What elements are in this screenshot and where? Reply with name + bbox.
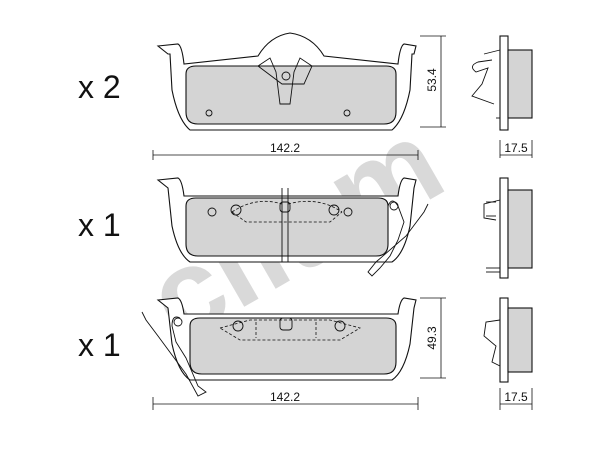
pad-row-2: x 1 bbox=[78, 177, 533, 279]
quantity-label-row-2: x 1 bbox=[78, 207, 121, 243]
side-backing bbox=[499, 177, 509, 279]
pad-row-1: x 2 142.2 53.4 17.5 bbox=[78, 32, 533, 160]
thickness-dimension-bottom: 17.5 bbox=[504, 390, 528, 404]
pad-2-shim-outline bbox=[287, 200, 343, 213]
side-backing bbox=[499, 35, 509, 131]
side-friction bbox=[507, 307, 533, 373]
width-dimension-bottom: 142.2 bbox=[270, 390, 300, 404]
pad-row-3: x 1 142.2 49.3 17.5 bbox=[78, 297, 533, 410]
height-dimension-bottom: 49.3 bbox=[425, 326, 439, 350]
pad-2-shim-outline bbox=[231, 200, 283, 213]
width-dimension-top: 142.2 bbox=[270, 141, 300, 155]
pad-2-side-view bbox=[483, 177, 533, 279]
height-dimension-top: 53.4 bbox=[425, 68, 439, 92]
side-friction bbox=[507, 49, 533, 119]
side-friction bbox=[507, 189, 533, 269]
pad-1-clip-rivet bbox=[281, 71, 291, 81]
pad-3-wear-sensor bbox=[141, 311, 207, 397]
quantity-label-row-3: x 1 bbox=[78, 327, 121, 363]
pad-1-clip bbox=[257, 57, 313, 105]
pad-3-side-view bbox=[483, 297, 533, 410]
quantity-label-row-1: x 2 bbox=[78, 69, 121, 105]
pad-1-hole-left bbox=[205, 109, 213, 117]
pad-2-friction-material bbox=[185, 197, 389, 257]
side-backing bbox=[499, 297, 509, 383]
pad-1-hole-right bbox=[343, 109, 351, 117]
pad-3-shim-outline bbox=[218, 319, 362, 341]
pad-1-side-view bbox=[471, 35, 533, 158]
pad-3-friction-material bbox=[189, 317, 397, 375]
thickness-dimension-top: 17.5 bbox=[504, 141, 528, 155]
